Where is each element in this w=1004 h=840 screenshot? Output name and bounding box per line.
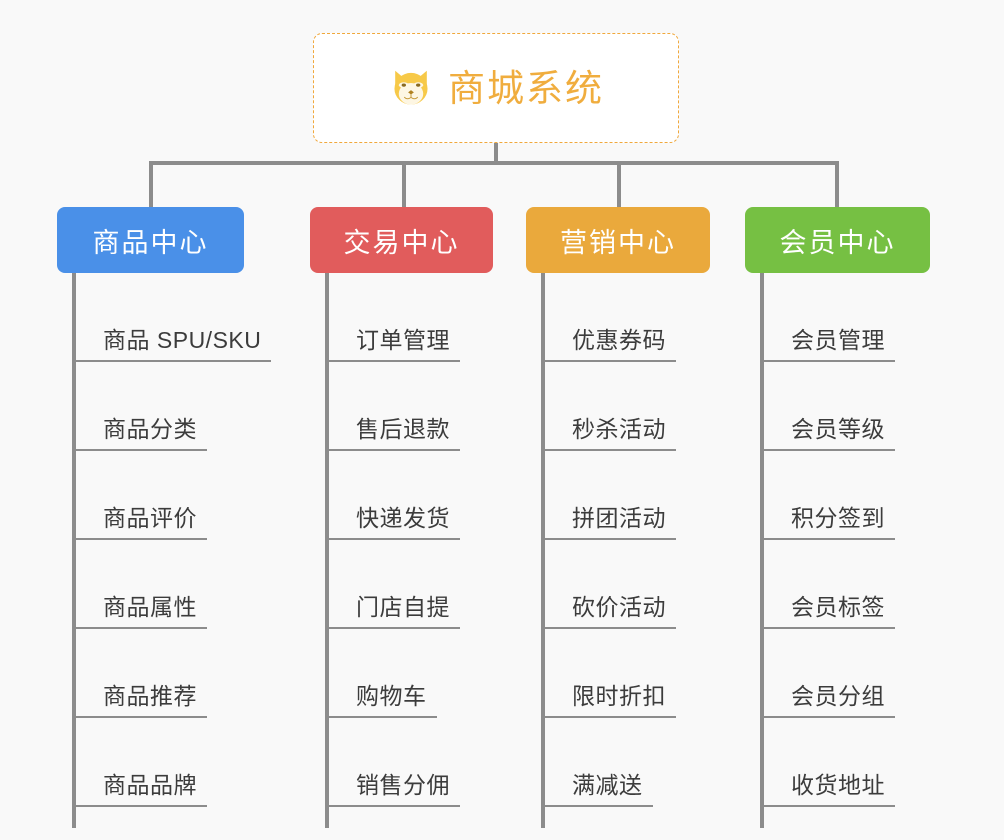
category-box-3[interactable]: 营销中心 (526, 207, 710, 273)
leaf-label: 商品分类 (103, 415, 197, 442)
leaf-label: 会员分组 (791, 682, 885, 709)
leaf-label: 限时折扣 (572, 682, 666, 709)
root-node[interactable]: 商城系统 (313, 33, 679, 143)
category-column-1: 商品中心 商品 SPU/SKU 商品分类 商品评价 商品属性 商品推荐 商品品牌 (57, 207, 272, 828)
leaf-label: 收货地址 (791, 771, 885, 798)
leaf-trunk-3 (541, 273, 545, 828)
list-item[interactable]: 商品品牌 (57, 718, 244, 807)
leaf-label: 满减送 (572, 771, 643, 798)
category-label-4: 会员中心 (779, 227, 896, 258)
connector-drop-1 (149, 161, 153, 207)
connector-drop-2 (402, 161, 406, 207)
category-label-1: 商品中心 (92, 227, 209, 258)
category-label-2: 交易中心 (343, 227, 460, 258)
leaf-list-3: 优惠券码 秒杀活动 拼团活动 砍价活动 限时折扣 满减送 (526, 273, 710, 807)
leaf-list-1: 商品 SPU/SKU 商品分类 商品评价 商品属性 商品推荐 商品品牌 (57, 273, 272, 807)
category-column-3: 营销中心 优惠券码 秒杀活动 拼团活动 砍价活动 限时折扣 满减送 (526, 207, 710, 828)
list-item[interactable]: 快递发货 (310, 451, 493, 540)
connector-drop-3 (617, 161, 621, 207)
list-item[interactable]: 商品属性 (57, 540, 244, 629)
list-item[interactable]: 门店自提 (310, 540, 493, 629)
leaf-label: 砍价活动 (572, 593, 666, 620)
list-item[interactable]: 商品分类 (57, 362, 244, 451)
list-item[interactable]: 销售分佣 (310, 718, 493, 807)
list-item[interactable]: 收货地址 (745, 718, 930, 807)
list-item[interactable]: 优惠券码 (526, 273, 710, 362)
category-column-2: 交易中心 订单管理 售后退款 快递发货 门店自提 购物车 销售分佣 (310, 207, 493, 828)
category-label-3: 营销中心 (560, 227, 676, 258)
leaf-label: 商品推荐 (103, 682, 197, 709)
leaf-label: 商品 SPU/SKU (103, 326, 262, 353)
list-item[interactable]: 会员管理 (745, 273, 930, 362)
category-box-4[interactable]: 会员中心 (745, 207, 930, 273)
leaf-trunk-2 (325, 273, 329, 828)
leaf-label: 订单管理 (356, 326, 450, 353)
list-item[interactable]: 售后退款 (310, 362, 493, 451)
leaf-label: 门店自提 (356, 593, 450, 620)
list-item[interactable]: 拼团活动 (526, 451, 710, 540)
list-item[interactable]: 砍价活动 (526, 540, 710, 629)
leaf-trunk-1 (72, 273, 76, 828)
list-item[interactable]: 会员等级 (745, 362, 930, 451)
list-item[interactable]: 订单管理 (310, 273, 493, 362)
leaf-label: 销售分佣 (356, 771, 450, 798)
list-item[interactable]: 满减送 (526, 718, 710, 807)
leaf-list-2: 订单管理 售后退款 快递发货 门店自提 购物车 销售分佣 (310, 273, 493, 807)
leaf-label: 优惠券码 (572, 326, 666, 353)
connector-bus (149, 161, 839, 165)
leaf-label: 会员标签 (791, 593, 885, 620)
leaf-label: 积分签到 (791, 504, 885, 531)
category-box-1[interactable]: 商品中心 (57, 207, 244, 273)
list-item[interactable]: 会员标签 (745, 540, 930, 629)
list-item[interactable]: 商品 SPU/SKU (57, 273, 272, 362)
leaf-label: 会员等级 (791, 415, 885, 442)
leaf-label: 售后退款 (356, 415, 450, 442)
leaf-label: 商品品牌 (103, 771, 197, 798)
list-item[interactable]: 积分签到 (745, 451, 930, 540)
leaf-list-4: 会员管理 会员等级 积分签到 会员标签 会员分组 收货地址 (745, 273, 930, 807)
list-item[interactable]: 秒杀活动 (526, 362, 710, 451)
leaf-label: 商品评价 (103, 504, 197, 531)
leaf-label: 快递发货 (356, 504, 450, 531)
list-item[interactable]: 会员分组 (745, 629, 930, 718)
leaf-label: 购物车 (356, 682, 427, 709)
list-item[interactable]: 限时折扣 (526, 629, 710, 718)
leaf-label: 会员管理 (791, 326, 885, 353)
leaf-label: 商品属性 (103, 593, 197, 620)
category-box-2[interactable]: 交易中心 (310, 207, 493, 273)
list-item[interactable]: 商品评价 (57, 451, 244, 540)
category-column-4: 会员中心 会员管理 会员等级 积分签到 会员标签 会员分组 收货地址 (745, 207, 930, 828)
connector-drop-4 (835, 161, 839, 207)
leaf-label: 拼团活动 (572, 504, 666, 531)
list-item[interactable]: 购物车 (310, 629, 493, 718)
shiba-dog-face-icon (394, 70, 428, 105)
root-title: 商城系统 (448, 67, 604, 109)
connector-root-stem (494, 143, 498, 165)
leaf-trunk-4 (760, 273, 764, 828)
leaf-label: 秒杀活动 (572, 415, 666, 442)
list-item[interactable]: 商品推荐 (57, 629, 244, 718)
